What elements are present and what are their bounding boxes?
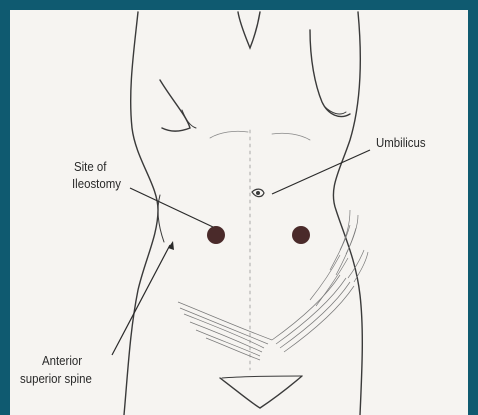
label-site-line1: Site of: [74, 158, 106, 175]
label-site-line2: Ileostomy: [72, 175, 121, 192]
leader-umbilicus: [272, 150, 370, 194]
leader-site: [130, 188, 213, 227]
shading: [178, 210, 368, 360]
umbilicus-mark: [252, 189, 264, 197]
ileostomy-site-left: [207, 226, 225, 244]
leader-asis: [112, 245, 170, 355]
left-chest-contour: [160, 80, 190, 131]
pelvic-v: [220, 376, 302, 408]
label-asis-line2: superior spine: [20, 370, 92, 387]
label-umbilicus: Umbilicus: [376, 134, 426, 151]
chest-notch: [238, 12, 260, 48]
ileostomy-site-right: [292, 226, 310, 244]
torso-left-outline: [124, 12, 158, 415]
asis-arrowhead: [168, 241, 174, 250]
right-chest-contour: [310, 30, 350, 117]
diagram-panel: Site of Ileostomy Umbilicus Anterior sup…: [10, 10, 468, 415]
label-asis-line1: Anterior: [42, 352, 82, 369]
torso-right-outline: [333, 12, 362, 415]
